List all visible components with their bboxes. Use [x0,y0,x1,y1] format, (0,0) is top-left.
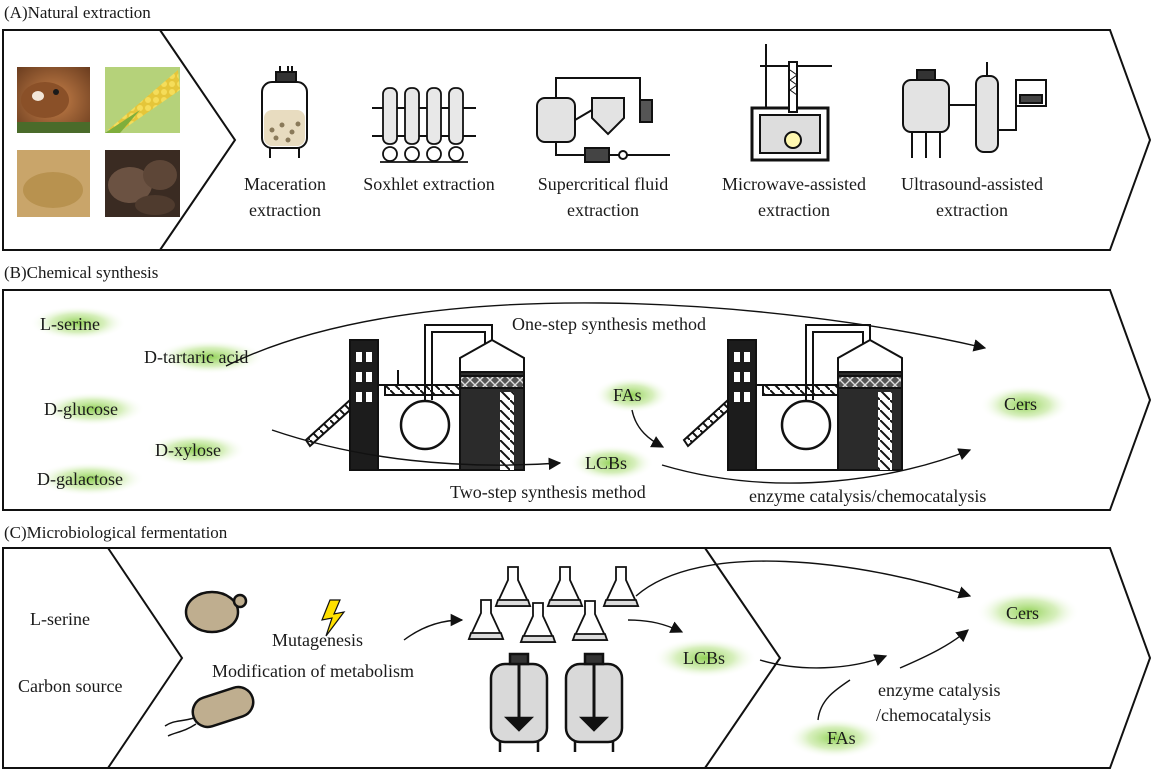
section-c-divider-1 [107,547,184,769]
label-enzyme-c-2: /chemocatalysis [876,705,991,725]
flask-icon [494,566,532,607]
arrow-flasks-to-lcbs [627,619,684,633]
section-a-title: (A)Natural extraction [4,3,151,22]
section-c-divider-2 [704,547,782,769]
flask-icon [602,566,640,607]
label-modification: Modification of metabolism [212,661,414,681]
arrow-two-step [271,429,562,471]
arrow-fas-up [817,679,851,721]
source-c-carbon: Carbon source [18,676,122,696]
lightning-icon [321,599,346,637]
section-natural-extraction: (A)Natural extraction [2,3,1152,251]
soxhlet-extractor-icon [372,87,476,163]
method-label-maceration-2: extraction [249,200,321,220]
arrow-lcbs-to-enzyme [759,654,888,669]
yeast-icon [184,590,248,634]
arrow-enzyme-to-cers [899,629,969,669]
source-c-l-serine: L-serine [30,609,90,629]
label-lcbs-b: LCBs [585,453,627,473]
flask-icon [467,599,505,640]
arrow-one-step [225,302,987,367]
flask-icon [519,602,557,643]
maceration-tank-icon [261,66,308,158]
section-microbiological-fermentation: (C)Microbiological fermentation L-serine… [2,523,1152,769]
microwave-assisted-icon [750,44,832,162]
bioreactor-icon [564,652,624,752]
mushroom-photo [105,150,180,217]
label-fas-c: FAs [827,728,856,748]
source-d-xylose: D-xylose [155,440,221,460]
label-cers-b: Cers [1004,394,1037,414]
arrow-fas-to-factory [631,409,665,448]
label-one-step: One-step synthesis method [512,314,706,334]
label-fas-b: FAs [613,385,642,405]
section-chemical-synthesis: (B)Chemical synthesis L-serine D-tartari… [2,263,1152,511]
source-l-serine: L-serine [40,314,100,334]
label-mutagenesis: Mutagenesis [272,630,363,650]
arrow-to-flasks [403,613,464,641]
arrow-lcbs-to-cers [661,448,972,484]
glow-spots-b [30,306,1070,496]
factory-icon [682,324,903,471]
corn-photo [105,67,180,133]
section-c-title: (C)Microbiological fermentation [4,523,228,542]
flask-group [467,566,640,643]
flask-icon [546,566,584,607]
method-label-supercritical-2: extraction [567,200,639,220]
section-b-title: (B)Chemical synthesis [4,263,158,282]
section-b-chevron [2,289,1152,511]
flask-icon [571,600,609,641]
label-two-step: Two-step synthesis method [450,482,646,502]
bioreactor-icon [489,652,549,752]
factory-icon [304,324,525,471]
arrow-flasks-to-cers [635,560,972,599]
method-label-ultrasound-1: Ultrasound-assisted [901,174,1043,194]
method-label-microwave-2: extraction [758,200,830,220]
method-label-maceration-1: Maceration [244,174,326,194]
label-enzyme-b: enzyme catalysis/chemocatalysis [749,486,986,506]
label-lcbs-c: LCBs [683,648,725,668]
supercritical-fluid-icon [536,77,670,163]
source-d-glucose: D-glucose [44,399,118,419]
section-a-chevron [2,29,1152,251]
method-label-ultrasound-2: extraction [936,200,1008,220]
label-cers-c: Cers [1006,603,1039,623]
ultrasound-assisted-icon [902,62,1047,158]
section-a-divider [159,29,237,251]
source-d-tartaric-acid: D-tartaric acid [144,347,248,367]
label-enzyme-c-1: enzyme catalysis [878,680,1000,700]
source-d-galactose: D-galactose [37,469,123,489]
powder-photo [17,150,90,217]
bacteria-icon [164,685,255,737]
method-label-soxhlet: Soxhlet extraction [363,174,494,194]
glow-spots-c [653,590,1080,758]
method-label-supercritical-1: Supercritical fluid [538,174,668,194]
section-c-chevron [2,547,1152,769]
method-label-microwave-1: Microwave-assisted [722,174,866,194]
cow-photo [17,67,90,133]
